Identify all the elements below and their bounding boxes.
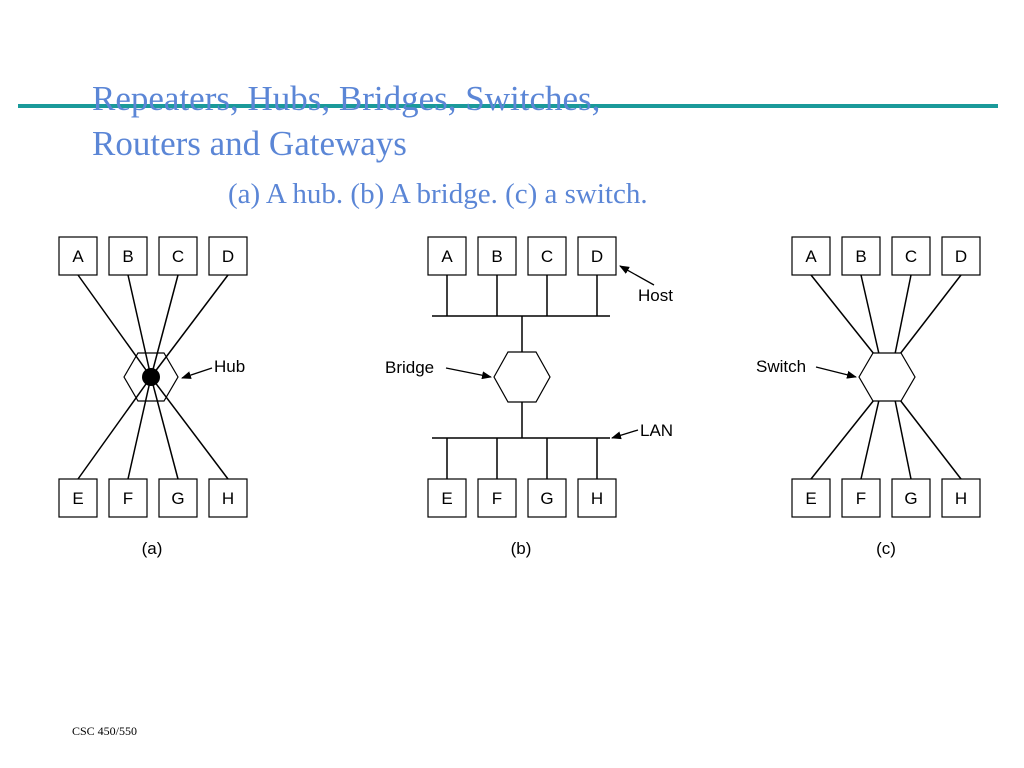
bridge-host-b: B	[477, 236, 517, 276]
slide-title-line1: Repeaters, Hubs, Bridges, Switches,	[92, 79, 601, 118]
hub-arrow	[181, 367, 213, 379]
host-label: F	[856, 489, 866, 508]
switch-arrow	[815, 366, 857, 379]
host-label: E	[72, 489, 83, 508]
switch-link-d	[899, 274, 962, 355]
switch-caption: (c)	[876, 539, 896, 558]
host-label: H	[955, 489, 967, 508]
switch-host-g: G	[891, 478, 931, 518]
host-label: B	[491, 247, 502, 266]
lan-label: LAN	[640, 421, 673, 440]
diagram-bridge: A B C D E F G H Bridge Host LAN (b)	[385, 236, 673, 558]
switch-host-f: F	[841, 478, 881, 518]
footer-course-code: CSC 450/550	[72, 724, 138, 738]
switch-host-d: D	[941, 236, 981, 276]
switch-label: Switch	[756, 357, 806, 376]
hub-label: Hub	[214, 357, 245, 376]
host-label: F	[123, 489, 133, 508]
switch-link-b	[860, 274, 880, 355]
hub-link-e	[77, 376, 152, 480]
hub-center-dot	[142, 368, 160, 386]
host-label: A	[72, 247, 84, 266]
host-label: D	[955, 247, 967, 266]
host-label: G	[904, 489, 917, 508]
switch-link-a	[810, 274, 875, 355]
diagram-switch: A B C D E F G H Switch (c)	[756, 236, 981, 558]
switch-link-g	[894, 399, 912, 480]
host-pointer-label: Host	[638, 286, 673, 305]
slide-title: Repeaters, Hubs, Bridges, Switches, Rout…	[92, 76, 600, 166]
switch-host-b: B	[841, 236, 881, 276]
hub-link-h	[150, 376, 229, 480]
host-label: A	[441, 247, 453, 266]
bridge-host-e: E	[427, 478, 467, 518]
host-label: C	[541, 247, 553, 266]
switch-link-c	[894, 274, 912, 355]
hub-host-e: E	[58, 478, 98, 518]
hub-host-a: A	[58, 236, 98, 276]
bridge-device	[493, 351, 551, 403]
slide-subtitle: (a) A hub. (b) A bridge. (c) a switch.	[228, 178, 648, 210]
hub-host-b: B	[108, 236, 148, 276]
bridge-host-g: G	[527, 478, 567, 518]
host-label: C	[172, 247, 184, 266]
slide-title-line2: Routers and Gateways	[92, 124, 407, 163]
hub-host-c: C	[158, 236, 198, 276]
switch-host-c: C	[891, 236, 931, 276]
lan-arrow	[611, 429, 639, 440]
host-label: F	[492, 489, 502, 508]
host-label: A	[805, 247, 817, 266]
switch-host-a: A	[791, 236, 831, 276]
switch-device	[858, 352, 916, 402]
diagram-hub: A B C D E F G H Hub (a)	[58, 236, 248, 558]
hub-link-c	[150, 274, 179, 378]
host-label: E	[441, 489, 452, 508]
host-arrow	[619, 265, 655, 286]
bridge-host-a: A	[427, 236, 467, 276]
host-label: H	[591, 489, 603, 508]
hub-link-g	[150, 376, 179, 480]
hub-caption: (a)	[142, 539, 163, 558]
host-label: H	[222, 489, 234, 508]
bridge-host-f: F	[477, 478, 517, 518]
switch-host-h: H	[941, 478, 981, 518]
hub-host-g: G	[158, 478, 198, 518]
hub-host-d: D	[208, 236, 248, 276]
hub-link-b	[127, 274, 152, 378]
host-label: G	[540, 489, 553, 508]
host-label: D	[222, 247, 234, 266]
hub-device	[123, 352, 179, 402]
switch-link-h	[899, 399, 962, 480]
host-label: E	[805, 489, 816, 508]
hub-link-d	[150, 274, 229, 378]
bridge-host-d: D	[577, 236, 617, 276]
host-label: B	[855, 247, 866, 266]
host-label: C	[905, 247, 917, 266]
bridge-caption: (b)	[511, 539, 532, 558]
switch-host-e: E	[791, 478, 831, 518]
switch-link-f	[860, 399, 880, 480]
title-rule	[18, 104, 998, 108]
host-label: G	[171, 489, 184, 508]
bridge-label: Bridge	[385, 358, 434, 377]
host-label: D	[591, 247, 603, 266]
hub-host-h: H	[208, 478, 248, 518]
bridge-arrow	[445, 367, 492, 380]
hub-link-f	[127, 376, 152, 480]
bridge-host-h: H	[577, 478, 617, 518]
hub-host-f: F	[108, 478, 148, 518]
switch-link-e	[810, 399, 875, 480]
host-label: B	[122, 247, 133, 266]
bridge-host-c: C	[527, 236, 567, 276]
hub-link-a	[77, 274, 152, 378]
